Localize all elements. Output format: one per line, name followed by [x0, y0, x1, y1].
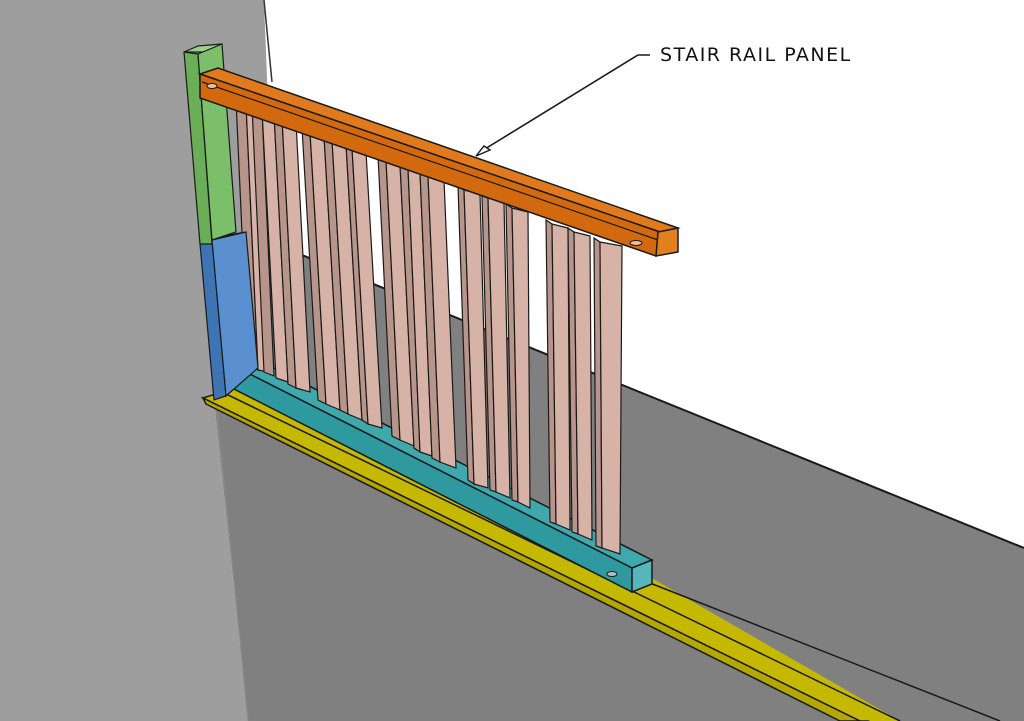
top-rail	[197, 67, 681, 257]
baluster	[567, 226, 593, 541]
baluster	[545, 218, 571, 531]
baluster	[505, 202, 531, 509]
callout-leader	[475, 54, 650, 157]
baluster	[593, 236, 623, 555]
newel-post-lower	[199, 231, 259, 401]
callout-label: STAIR RAIL PANEL	[660, 44, 852, 66]
